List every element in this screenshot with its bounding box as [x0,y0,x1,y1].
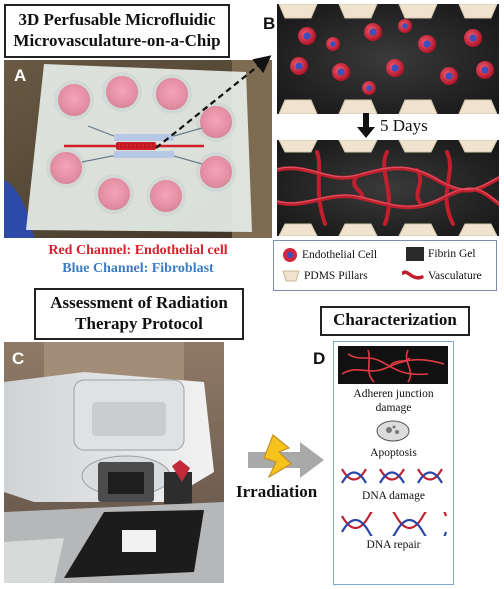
red-channel-caption: Red Channel: Endothelial cell [48,243,228,258]
characterization-title-box: Characterization [320,306,470,336]
pdms-pillar-icon [282,270,300,282]
legend-endothelial: Endothelial Cell [282,247,377,263]
panel-label-c: C [12,349,25,368]
fibrin-gel-swatch [406,247,424,261]
down-arrow-icon [357,113,375,138]
endothelial-cells [290,19,494,95]
panel-label-b: B [263,14,276,33]
lightning-bolt-icon [263,434,292,478]
legend-box: Endothelial Cell Fibrin Gel PDMS Pillars… [273,240,497,291]
broken-dna-icon [341,468,443,484]
adherens-junction-line2: damage [375,402,412,414]
panel-label-a: A [14,66,27,85]
characterization-title: Characterization [333,310,457,329]
chip-title-box: 3D Perfusable Microfluidic Microvasculat… [4,4,230,58]
legend-pdms: PDMS Pillars [282,269,368,283]
legend-vasculature: Vasculature [402,269,482,283]
characterization-panel: Adheren junction damage Apoptosis DNA da… [333,341,454,585]
vascular-network-icon [338,346,448,384]
timeline-label: 5 Days [380,116,428,135]
dna-helix-icon [341,512,448,536]
chip-wells [46,72,236,216]
legend-fibrin-label: Fibrin Gel [428,248,476,260]
dna-repair-label: DNA repair [366,539,421,551]
assessment-title-box: Assessment of Radiation Therapy Protocol [34,288,244,340]
vessel-network [275,150,501,226]
dna-damage-label: DNA damage [362,490,425,502]
endothelial-cell-icon [283,248,297,262]
legend-fibrin: Fibrin Gel [406,247,476,261]
seeded-cells-diagram [277,3,499,115]
linac-photo [4,342,224,583]
chip-title-line2: Microvasculature-on-a-Chip [13,31,221,50]
apoptotic-cell-icon [376,420,410,442]
adherens-junction-line1: Adheren junction [353,388,434,400]
assessment-title-line1: Assessment of Radiation [50,293,228,312]
legend-vasculature-label: Vasculature [428,270,482,282]
apoptosis-label: Apoptosis [370,447,417,459]
blue-channel-caption: Blue Channel: Fibroblast [62,261,214,276]
legend-pdms-label: PDMS Pillars [304,270,368,282]
adherens-junction-label: Adheren junction damage [334,387,453,415]
chip-title-line1: 3D Perfusable Microfluidic [18,10,216,29]
zoom-connector-arrow [155,55,272,149]
legend-endothelial-label: Endothelial Cell [302,249,378,261]
vasculature-icon [402,270,424,280]
vascular-network-diagram [275,139,501,237]
panel-label-d: D [313,349,326,368]
irradiation-label: Irradiation [236,482,318,501]
assessment-title-line2: Therapy Protocol [75,314,203,333]
